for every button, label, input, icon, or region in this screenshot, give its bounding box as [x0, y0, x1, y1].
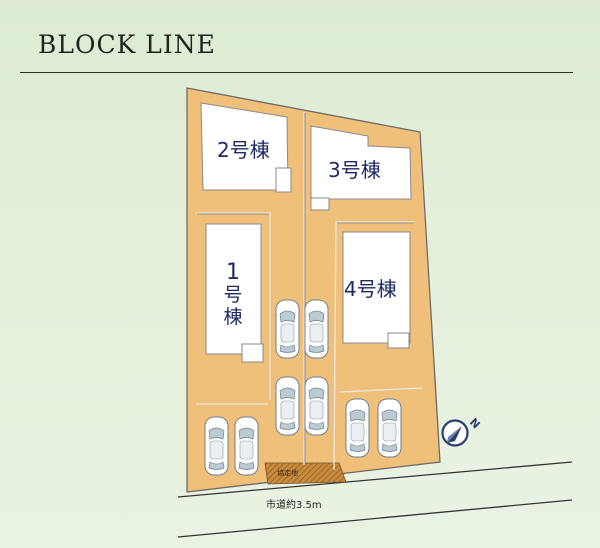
car-icon	[304, 376, 329, 436]
car-icon	[204, 416, 229, 476]
title-divider	[20, 72, 573, 73]
car-icon	[304, 299, 329, 359]
lot-marker-area	[264, 462, 347, 485]
car-icon	[345, 398, 370, 458]
car-icon	[377, 398, 402, 458]
lot-marker-label: 協定地	[277, 468, 298, 477]
road	[177, 461, 573, 538]
building-2: 2号棟	[200, 102, 292, 193]
car-icon	[275, 376, 300, 436]
building-1-char-2: 棟	[223, 306, 242, 328]
building-1: 1 号 棟	[205, 223, 264, 363]
parking-spaces	[204, 299, 402, 476]
lot-lines	[196, 112, 423, 471]
building-2-label: 2号棟	[217, 138, 270, 162]
car-icon	[275, 299, 300, 359]
road-label: 市道約3.5m	[266, 498, 322, 511]
compass-icon: N	[441, 416, 483, 447]
building-3-label: 3号棟	[328, 158, 381, 182]
car-icon	[234, 416, 259, 476]
page-title: BLOCK LINE	[38, 30, 216, 59]
building-4: 4号棟	[342, 231, 411, 349]
building-4-label: 4号棟	[344, 277, 397, 301]
compass-north-label: N	[467, 416, 483, 432]
building-1-char-1: 号	[223, 284, 242, 306]
building-3: 3号棟	[310, 125, 412, 211]
building-1-number: 1	[226, 260, 240, 285]
